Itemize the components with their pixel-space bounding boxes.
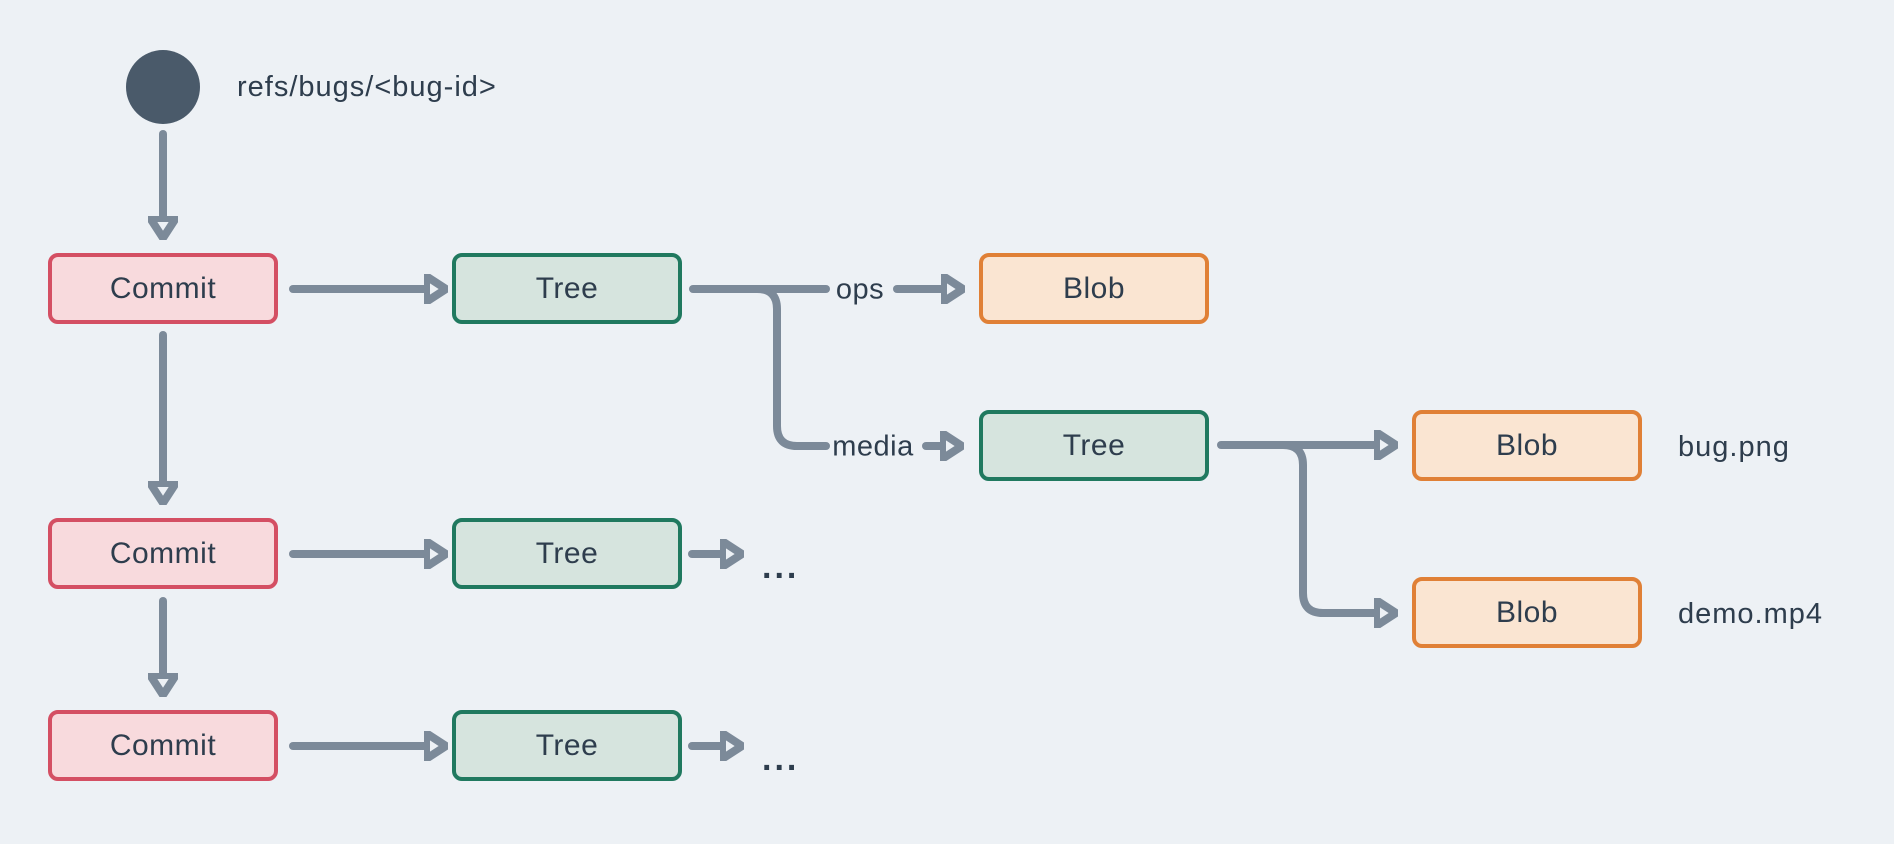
- tree-node-2: Tree: [452, 518, 682, 589]
- blob-node-demo: Blob: [1412, 577, 1642, 648]
- tree-node-1-label: Tree: [535, 271, 599, 305]
- edge-label-media: media: [832, 430, 914, 463]
- commit-node-3-label: Commit: [109, 728, 217, 762]
- edge-label-ops: ops: [835, 273, 885, 306]
- commit-node-2: Commit: [48, 518, 278, 589]
- ref-label: refs/bugs/<bug-id>: [237, 71, 497, 103]
- tree-node-media: Tree: [979, 410, 1209, 481]
- blob-node-ops-label: Blob: [1062, 271, 1126, 305]
- tree-node-1: Tree: [452, 253, 682, 324]
- commit-node-1-label: Commit: [109, 271, 217, 305]
- ref-node: [126, 50, 200, 124]
- tree-node-3-label: Tree: [535, 728, 599, 762]
- blob-node-bug-label: Blob: [1495, 428, 1559, 462]
- commit-node-3: Commit: [48, 710, 278, 781]
- ellipsis-row2: ...: [762, 548, 800, 586]
- file-label-bug-png: bug.png: [1678, 431, 1790, 463]
- edge-tree1-media-branch: [753, 285, 830, 450]
- blob-node-ops: Blob: [979, 253, 1209, 324]
- tree-node-3: Tree: [452, 710, 682, 781]
- commit-node-1: Commit: [48, 253, 278, 324]
- blob-node-bug: Blob: [1412, 410, 1642, 481]
- edge-mediatree-to-demoblob: [1279, 441, 1376, 613]
- tree-node-2-label: Tree: [535, 536, 599, 570]
- file-label-demo-mp4: demo.mp4: [1678, 598, 1824, 630]
- tree-node-media-label: Tree: [1062, 428, 1126, 462]
- commit-node-2-label: Commit: [109, 536, 217, 570]
- blob-node-demo-label: Blob: [1495, 595, 1559, 629]
- ellipsis-row3: ...: [762, 740, 800, 778]
